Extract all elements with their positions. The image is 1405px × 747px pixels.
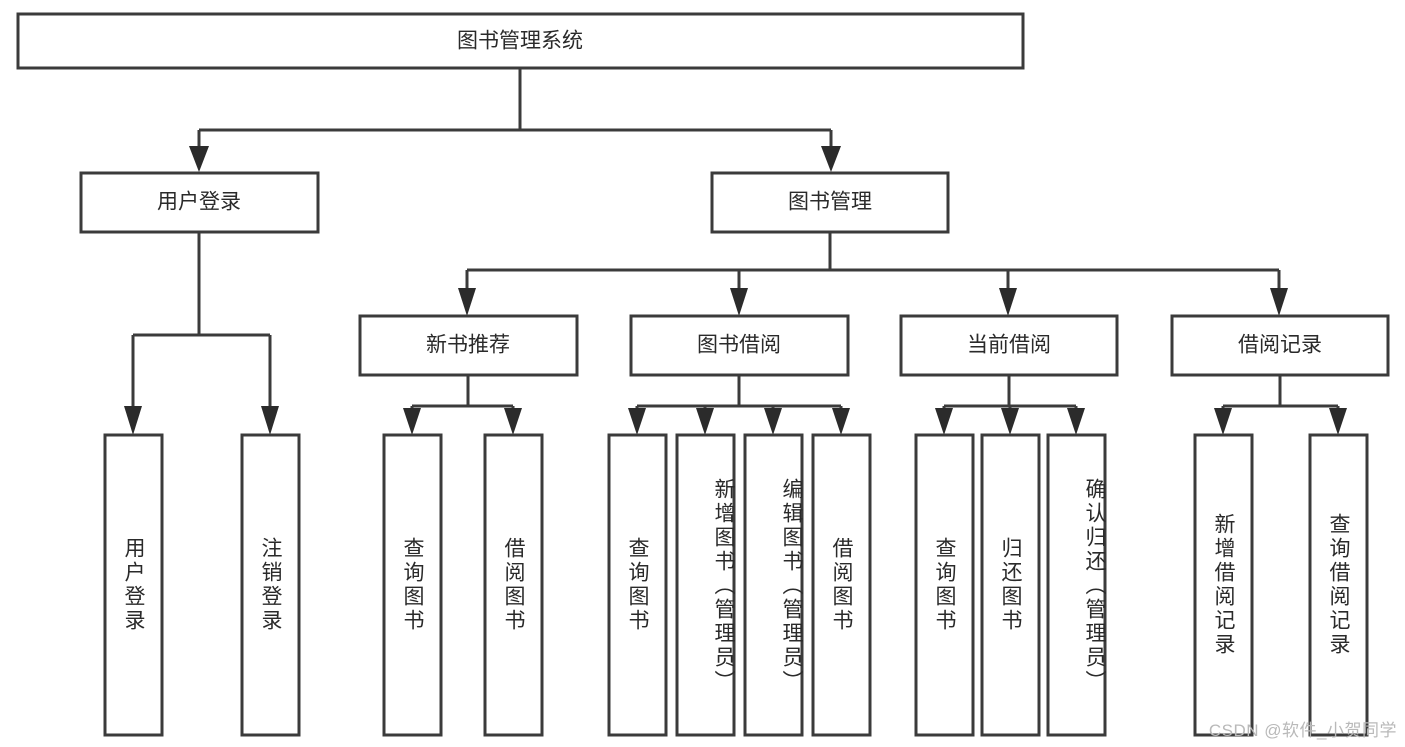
arrow-to-leaf-book-borrow-2	[764, 408, 782, 435]
arrow-to-leaf-user-login-0	[124, 406, 142, 435]
leaf-box-book-borrow-2[interactable]	[743, 433, 804, 737]
leaf-box-current-borrow-1[interactable]	[980, 433, 1041, 737]
arrow-to-user-login	[189, 146, 209, 172]
arrow-to-leaf-user-login-1	[261, 406, 279, 435]
leaf-box-current-borrow-0[interactable]	[914, 433, 975, 737]
leaf-box-book-borrow-0[interactable]	[607, 433, 668, 737]
connector-user-login-leaves	[124, 232, 279, 435]
node-root-box	[16, 12, 1025, 70]
arrow-to-leaf-new-book-1	[504, 408, 522, 435]
leaf-box-book-borrow-3[interactable]	[811, 433, 872, 737]
connector-current-borrow-leaves	[935, 375, 1085, 435]
leaf-box-new-book-0[interactable]	[382, 433, 443, 737]
node-user-login[interactable]: 用户登录	[79, 171, 320, 234]
csdn-watermark: CSDN @软件_小贺同学	[1208, 721, 1397, 740]
leaf-box-book-borrow-1[interactable]	[675, 433, 736, 737]
leaf-box-borrow-record-0[interactable]	[1193, 433, 1254, 737]
node-borrow-record-label: 借阅记录	[1238, 334, 1322, 357]
leaf-box-new-book-1[interactable]	[483, 433, 544, 737]
arrow-to-borrow-record	[1270, 288, 1288, 316]
node-borrow-record[interactable]: 借阅记录	[1170, 314, 1390, 377]
node-current-borrow-box	[899, 314, 1119, 377]
node-new-book-recommend[interactable]: 新书推荐	[358, 314, 579, 377]
node-user-login-box	[79, 171, 320, 234]
node-book-manage[interactable]: 图书管理	[710, 171, 950, 234]
arrow-to-book-borrow	[730, 288, 748, 316]
node-current-borrow[interactable]: 当前借阅	[899, 314, 1119, 377]
arrow-to-leaf-new-book-0	[403, 408, 421, 435]
leaf-box-user-login-1[interactable]	[240, 433, 301, 737]
leaf-box-borrow-record-1[interactable]	[1308, 433, 1369, 737]
arrow-to-leaf-book-borrow-1	[696, 408, 714, 435]
arrow-to-leaf-current-borrow-0	[935, 408, 953, 435]
arrow-to-new-book	[458, 288, 476, 316]
node-current-borrow-label: 当前借阅	[967, 334, 1051, 357]
arrow-to-leaf-current-borrow-2	[1067, 408, 1085, 435]
connector-new-book-leaves	[403, 375, 522, 435]
connector-root-bus	[189, 68, 841, 172]
leaf-box-current-borrow-2[interactable]	[1046, 433, 1107, 737]
arrow-to-leaf-current-borrow-1	[1001, 408, 1019, 435]
connector-book-manage-bus	[458, 232, 1288, 316]
node-user-login-label: 用户登录	[157, 191, 241, 214]
node-book-borrow[interactable]: 图书借阅	[629, 314, 850, 377]
arrow-to-leaf-borrow-record-0	[1214, 408, 1232, 435]
arrow-to-leaf-book-borrow-0	[628, 408, 646, 435]
node-new-book-recommend-label: 新书推荐	[426, 334, 510, 357]
connector-book-borrow-leaves	[628, 375, 850, 435]
node-root-label: 图书管理系统	[457, 30, 583, 53]
arrow-to-leaf-borrow-record-1	[1329, 408, 1347, 435]
node-new-book-recommend-box	[358, 314, 579, 377]
connector-borrow-record-leaves	[1214, 375, 1347, 435]
leaf-box-user-login-0[interactable]	[103, 433, 164, 737]
node-book-borrow-label: 图书借阅	[697, 334, 781, 357]
node-root[interactable]: 图书管理系统	[16, 12, 1025, 70]
arrow-to-current-borrow	[999, 288, 1017, 316]
arrow-to-leaf-book-borrow-3	[832, 408, 850, 435]
node-book-manage-label: 图书管理	[788, 191, 872, 214]
arrow-to-book-manage	[821, 146, 841, 172]
